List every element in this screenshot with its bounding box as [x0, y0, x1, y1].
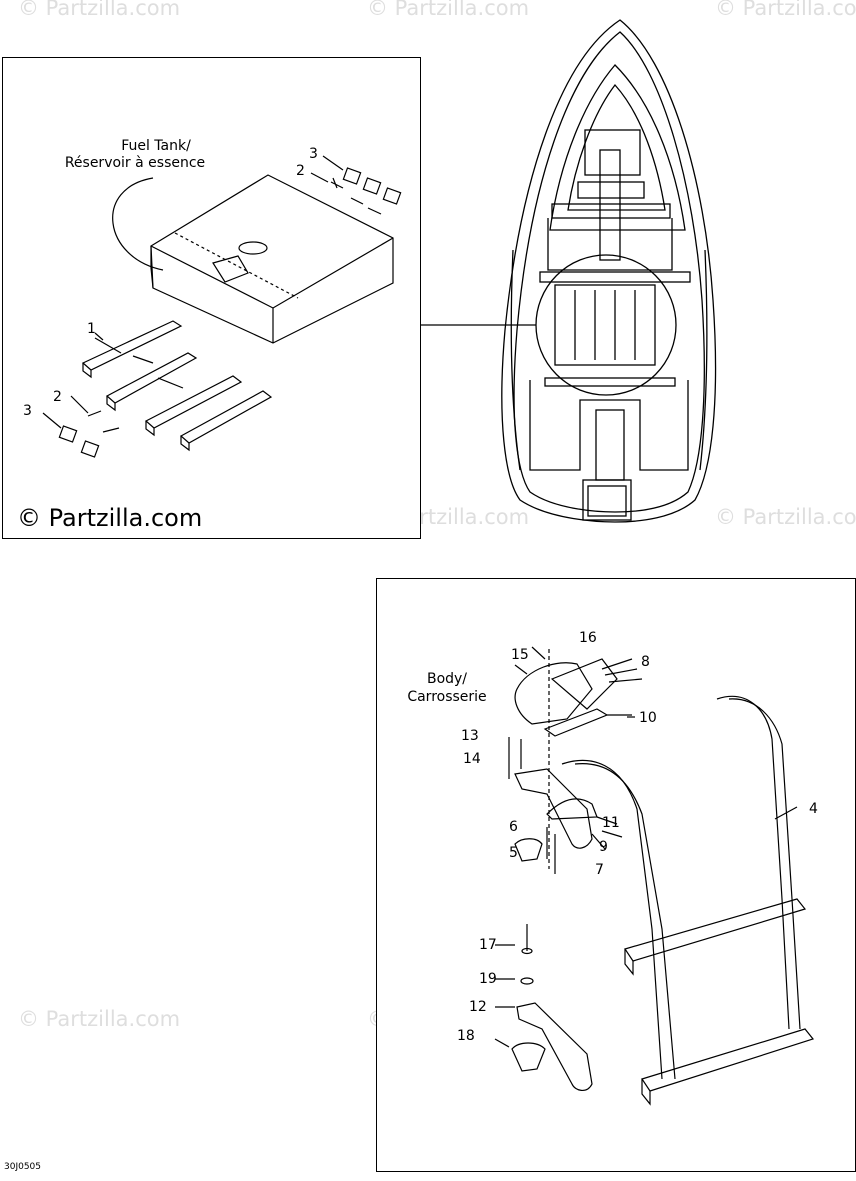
callout-13: 13	[461, 728, 479, 744]
callout-19: 19	[479, 971, 497, 987]
callout-2: 2	[53, 389, 62, 405]
callout-8: 8	[641, 654, 650, 670]
watermark: © Partzilla.com	[715, 0, 856, 20]
callout-16: 16	[579, 630, 597, 646]
partzilla-watermark: © Partzilla.com	[17, 504, 203, 532]
fuel-tank-panel: Fuel Tank/ Réservoir à essence 3 2 1 2 3…	[2, 57, 421, 539]
callout-9: 9	[599, 839, 608, 855]
fuel-tank-drawing	[42, 155, 402, 458]
callout-2: 2	[296, 163, 305, 179]
callout-3: 3	[23, 403, 32, 419]
callout-1: 1	[87, 321, 96, 337]
callout-4: 4	[809, 801, 818, 817]
callout-18: 18	[457, 1028, 475, 1044]
watermark: © Partzilla.com	[367, 0, 530, 20]
callout-6: 6	[509, 819, 518, 835]
body-caption-line2: Carrosserie	[407, 689, 487, 705]
ladder-drawing	[494, 646, 815, 1106]
body-caption-line1: Body/	[426, 671, 468, 687]
callout-17: 17	[479, 937, 497, 953]
watermark: © Partzilla.com	[715, 505, 856, 529]
callout-14: 14	[463, 751, 481, 767]
callout-10: 10	[639, 710, 657, 726]
diagram-code: 30J0505	[4, 1162, 42, 1172]
callout-12: 12	[469, 999, 487, 1015]
fuel-tank-caption-line1: Fuel Tank/	[121, 138, 191, 154]
watermark: © Partzilla.com	[18, 1007, 181, 1031]
callout-5: 5	[509, 845, 518, 861]
callout-15: 15	[511, 647, 529, 663]
callout-3: 3	[309, 146, 318, 162]
fuel-tank-caption-line2: Réservoir à essence	[64, 155, 206, 171]
callout-11: 11	[602, 815, 620, 831]
ladder-panel: Body/ Carrosserie 4 16 15 8 10 13 14 11 …	[376, 578, 856, 1172]
watermark: © Partzilla.com	[18, 0, 181, 20]
callout-7: 7	[595, 862, 604, 878]
